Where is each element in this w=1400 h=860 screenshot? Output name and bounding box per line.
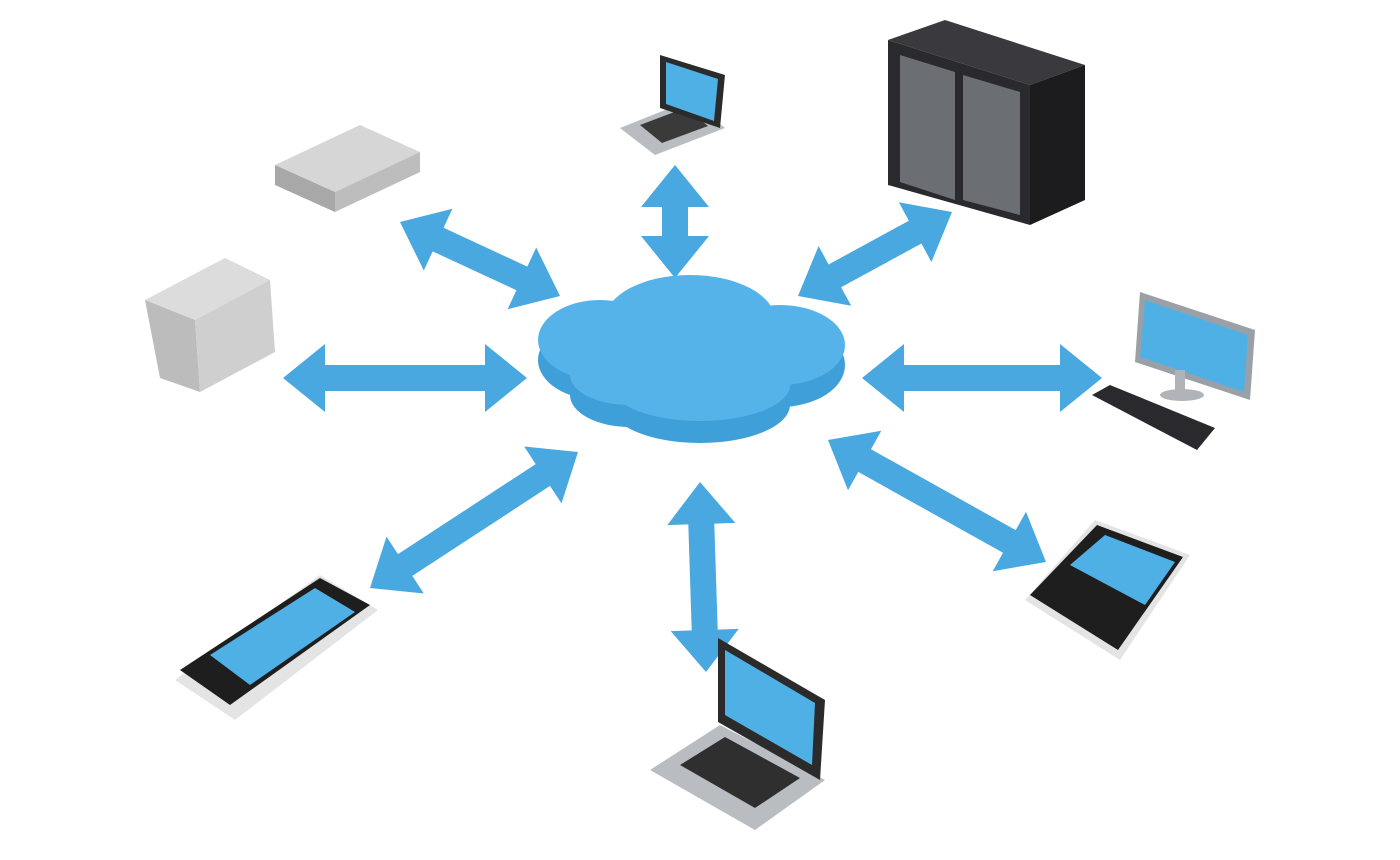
double-arrow-icon — [828, 430, 1046, 572]
smartphone-icon — [175, 575, 378, 720]
double-arrow-icon — [798, 202, 952, 306]
double-arrow-icon — [862, 344, 1102, 412]
double-arrow-icon — [667, 482, 739, 672]
qwerty-phone-icon — [1025, 520, 1190, 660]
desktop-tower-icon — [145, 258, 275, 392]
laptop-icon — [620, 55, 725, 155]
double-arrow-icon — [283, 344, 527, 412]
desktop-monitor-keyboard-icon — [1092, 292, 1255, 450]
network-storage-icon — [275, 125, 420, 212]
double-arrow-icon — [370, 446, 578, 594]
connection-arrows — [283, 165, 1102, 672]
cloud-icon — [538, 275, 845, 443]
double-arrow-icon — [641, 165, 709, 278]
laptop-icon — [650, 638, 825, 830]
double-arrow-icon — [400, 208, 560, 310]
server-rack-icon — [888, 20, 1085, 225]
